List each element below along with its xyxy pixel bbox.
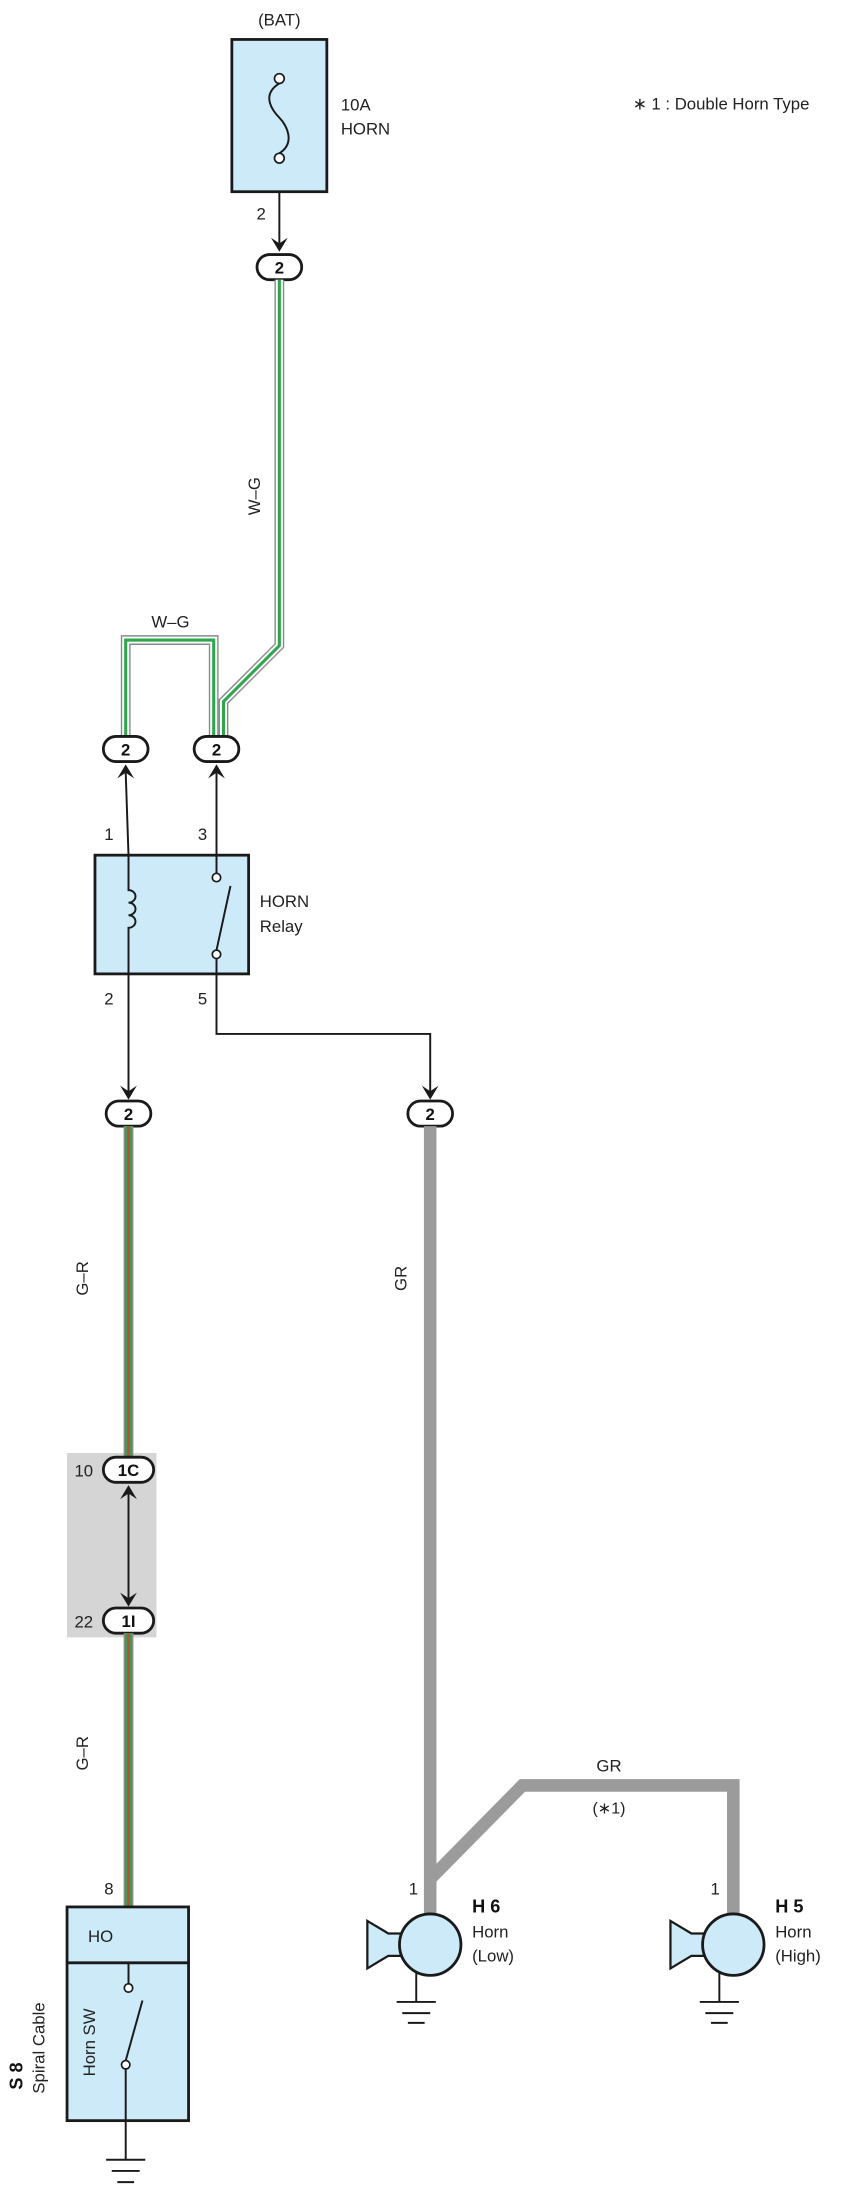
horn-high-code: H 5 bbox=[775, 1897, 803, 1917]
power-source-label: (BAT) bbox=[258, 10, 301, 29]
junction-shade bbox=[67, 1452, 157, 1638]
relay-connector-right-in bbox=[192, 735, 241, 763]
wg-wire-loop-label: W–G bbox=[151, 612, 189, 631]
fuse-terminal-bottom bbox=[273, 152, 286, 164]
ground-icon bbox=[106, 2120, 146, 2184]
relay-connector-left-in bbox=[101, 735, 150, 763]
horn-high-body bbox=[701, 1912, 766, 1977]
fuse-output-arrow bbox=[270, 237, 288, 252]
relay-connector-left-in-label: 2 bbox=[121, 740, 130, 759]
relay-input-connectors: 2 2 1 3 bbox=[101, 735, 241, 856]
relay-connector-right-in-label: 2 bbox=[212, 740, 221, 759]
fuse-connector-label: 2 bbox=[275, 258, 284, 277]
horn-low-code: H 6 bbox=[472, 1897, 500, 1917]
fuse-box bbox=[230, 38, 329, 194]
junction-connector-1i-label: 1I bbox=[122, 1612, 136, 1631]
relay-pin5-output-lead bbox=[215, 973, 432, 1093]
spiral-cable-box bbox=[65, 1905, 190, 2123]
fuse-element bbox=[268, 82, 290, 155]
horn-relay: HORN Relay 2 5 bbox=[93, 853, 309, 1009]
relay-in-arrow-right bbox=[208, 764, 225, 779]
relay-type: Relay bbox=[260, 917, 303, 936]
double-horn-note: ∗ 1 : Double Horn Type bbox=[633, 94, 810, 113]
horn-icon bbox=[669, 1918, 706, 1971]
fuse-rating: 10A bbox=[341, 96, 372, 115]
relay-connector-left-out-label: 2 bbox=[124, 1105, 133, 1124]
fuse-terminal-top bbox=[273, 72, 286, 85]
relay-switch-blade bbox=[215, 885, 232, 951]
horn-switch-top-contact bbox=[123, 1982, 134, 1993]
horn-switch-bottom-contact bbox=[120, 2059, 131, 2070]
spiral-cable: HO Horn SW S 8 Spiral Cable bbox=[6, 1905, 190, 2184]
horn-high-name: Horn bbox=[775, 1923, 811, 1942]
relay-name: HORN bbox=[260, 892, 309, 911]
fuse-icon bbox=[268, 72, 290, 164]
relay-pin5-label: 5 bbox=[198, 990, 207, 1009]
horn-low-body bbox=[398, 1912, 463, 1977]
horn-switch-blade bbox=[124, 2000, 144, 2061]
horn-wire-main-label: GR bbox=[391, 1266, 410, 1291]
relay-pin1-label: 1 bbox=[104, 825, 113, 844]
horn-low-pin: 1 bbox=[409, 1879, 418, 1898]
relay-connector-right-out-label: 2 bbox=[426, 1105, 435, 1124]
wg-wire-loop-green bbox=[124, 638, 216, 737]
relay-in-arrow-left bbox=[117, 764, 135, 779]
gr-wire: G–R 1C 10 1I 22 G–R 8 bbox=[67, 1126, 157, 1907]
fuse: (BAT) 10A HORN 2 2 bbox=[230, 10, 390, 282]
ground-icon bbox=[699, 1972, 739, 2024]
relay-outputs: 2 2 bbox=[104, 973, 454, 1128]
gr-wire-lower-label: G–R bbox=[73, 1736, 92, 1770]
wg-wire-main-green bbox=[221, 279, 281, 737]
horn-wire-branch bbox=[425, 1779, 740, 1914]
horn-wire-branch-label: GR bbox=[596, 1756, 621, 1775]
gr-wire-upper-label: G–R bbox=[73, 1261, 92, 1295]
horn-low-tone: (Low) bbox=[472, 1946, 514, 1965]
horn-switch-label: Horn SW bbox=[80, 2008, 99, 2076]
relay-box bbox=[93, 853, 251, 976]
fuse-name: HORN bbox=[341, 119, 390, 138]
horn-high-tone: (High) bbox=[775, 1946, 821, 1965]
junction-connector-1c-pin: 10 bbox=[74, 1462, 93, 1481]
junction-arrow-down bbox=[120, 1592, 137, 1607]
spiral-cable-terminal: HO bbox=[88, 1927, 113, 1946]
horn-low-name: Horn bbox=[472, 1923, 508, 1942]
spiral-cable-code: S 8 bbox=[6, 2062, 26, 2089]
horn-low: 1 H 6 Horn (Low) bbox=[366, 1879, 514, 2024]
horn-wire: GR GR (∗1) bbox=[391, 1126, 740, 1914]
relay-pin3-label: 3 bbox=[198, 825, 207, 844]
junction-connector-1i-pin: 22 bbox=[74, 1613, 93, 1632]
wg-wire-loop-edge bbox=[120, 635, 219, 737]
relay-coil-icon bbox=[127, 855, 137, 974]
junction-connector-1c-label: 1C bbox=[118, 1461, 139, 1480]
fuse-pin-label: 2 bbox=[257, 205, 266, 224]
relay-pin5-output-arrow bbox=[421, 1085, 439, 1100]
spiral-cable-name: Spiral Cable bbox=[30, 2002, 49, 2093]
wg-wire-loop-white bbox=[122, 636, 218, 737]
horn-high-pin: 1 bbox=[710, 1879, 719, 1898]
ground-icon bbox=[396, 1972, 436, 2024]
wg-wire: W–G W–G bbox=[120, 279, 285, 737]
relay-pin2-label: 2 bbox=[104, 990, 113, 1009]
relay-pin1-lead bbox=[124, 772, 130, 856]
horn-wire-branch-note: (∗1) bbox=[592, 1799, 625, 1817]
spiral-cable-pin-label: 8 bbox=[104, 1879, 113, 1898]
relay-pin2-output-arrow bbox=[120, 1085, 137, 1100]
wg-wire-main-label: W–G bbox=[245, 477, 264, 515]
horn-switch-icon bbox=[120, 1962, 144, 2121]
horn-icon bbox=[366, 1918, 402, 1971]
switch-icon bbox=[211, 855, 232, 974]
horn-high: 1 H 5 Horn (High) bbox=[669, 1879, 821, 2024]
relay-switch-top-contact bbox=[211, 872, 222, 883]
junction-connector-1c bbox=[101, 1455, 156, 1484]
relay-switch-bottom-contact bbox=[211, 949, 222, 960]
junction-arrow-up bbox=[120, 1485, 137, 1500]
